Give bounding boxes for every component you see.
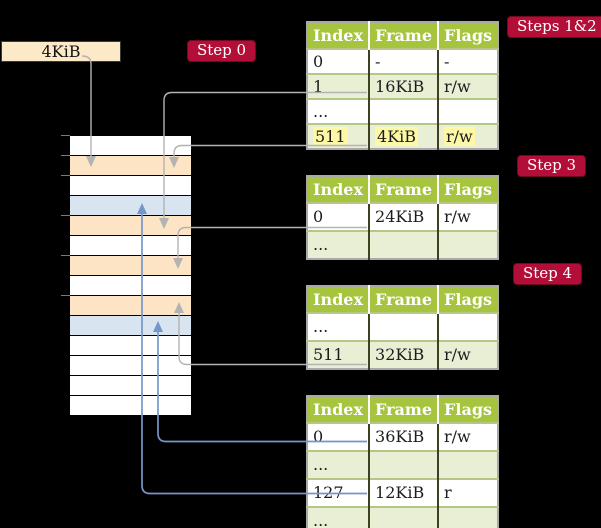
page-table-step-3: Index Frame Flags 0 24KiB r/w ... [306, 175, 500, 260]
page-table-final: Index Frame Flags 0 36KiB r/w ... 127 12… [306, 395, 500, 528]
table-row: 0 36KiB r/w [307, 422, 499, 451]
highlight-text: 511 [313, 126, 348, 146]
steps-1-2-badge: Steps 1&2 [507, 16, 601, 38]
memory-row [70, 236, 191, 256]
table-cell [438, 98, 499, 124]
page-table-step-4: Index Frame Flags ... 511 32KiB r/w [306, 285, 500, 370]
table-cell: 511 [307, 340, 371, 369]
table-cell [438, 230, 499, 259]
memory-row [70, 356, 191, 376]
highlight-text: 4KiB [375, 126, 419, 146]
table-cell: ... [307, 506, 371, 528]
table-cell: r/w [438, 73, 499, 99]
table-cell [438, 450, 499, 479]
table-row: ... [307, 506, 499, 528]
table-cell: 0 [307, 48, 371, 74]
table-cell: ... [307, 450, 371, 479]
column-header-index: Index [307, 176, 371, 203]
table-cell [369, 312, 440, 341]
table-row: 127 12KiB r [307, 478, 499, 507]
table-cell: 511 [307, 123, 371, 149]
table-cell: r/w [438, 123, 499, 149]
table-row: 1 16KiB r/w [307, 73, 499, 99]
table-row: 0 24KiB r/w [307, 202, 499, 231]
column-header-index: Index [307, 286, 371, 313]
physical-memory-stack [70, 135, 191, 416]
table-row: ... [307, 312, 499, 341]
table-row: 0 - - [307, 48, 499, 74]
column-header-frame: Frame [369, 22, 440, 49]
tick-mark [61, 215, 70, 216]
memory-row [70, 336, 191, 356]
tick-mark [61, 135, 70, 136]
memory-row [70, 256, 191, 276]
table-cell: ... [307, 230, 371, 259]
table-cell: 12KiB [369, 478, 440, 507]
table-row-highlighted: 511 4KiB r/w [307, 123, 499, 149]
column-header-flags: Flags [438, 396, 499, 423]
table-cell: r/w [438, 340, 499, 369]
table-cell: 16KiB [369, 73, 440, 99]
table-cell: 32KiB [369, 340, 440, 369]
table-cell: r/w [438, 422, 499, 451]
memory-row [70, 216, 191, 236]
table-cell: ... [307, 312, 371, 341]
table-cell [369, 98, 440, 124]
table-cell: - [369, 48, 440, 74]
tick-mark [61, 175, 70, 176]
column-header-flags: Flags [438, 176, 499, 203]
memory-row [70, 136, 191, 156]
table-cell: ... [307, 98, 371, 124]
highlight-text: r/w [444, 126, 475, 146]
table-cell: - [438, 48, 499, 74]
table-cell [369, 230, 440, 259]
table-cell: 0 [307, 422, 371, 451]
table-cell: r [438, 478, 499, 507]
table-cell [438, 506, 499, 528]
memory-row [70, 376, 191, 396]
memory-row [70, 396, 191, 416]
step-4-badge: Step 4 [513, 263, 583, 285]
page-table-steps-1-2: Index Frame Flags 0 - - 1 16KiB r/w ... … [306, 21, 500, 150]
table-cell: r/w [438, 202, 499, 231]
step-3-badge: Step 3 [517, 155, 587, 177]
step-0-badge: Step 0 [187, 40, 257, 62]
tick-mark [61, 155, 70, 156]
table-row: 511 32KiB r/w [307, 340, 499, 369]
column-header-frame: Frame [369, 176, 440, 203]
memory-row [70, 156, 191, 176]
memory-row [70, 196, 191, 216]
column-header-frame: Frame [369, 396, 440, 423]
table-cell: 4KiB [369, 123, 440, 149]
memory-row [70, 176, 191, 196]
column-header-flags: Flags [438, 286, 499, 313]
table-cell [438, 312, 499, 341]
table-row: ... [307, 450, 499, 479]
table-cell: 24KiB [369, 202, 440, 231]
table-cell: 127 [307, 478, 371, 507]
column-header-frame: Frame [369, 286, 440, 313]
table-row: ... [307, 98, 499, 124]
table-cell [369, 450, 440, 479]
memory-row [70, 316, 191, 336]
memory-row [70, 276, 191, 296]
memory-row [70, 296, 191, 316]
table-cell: 36KiB [369, 422, 440, 451]
column-header-flags: Flags [438, 22, 499, 49]
tick-mark [61, 255, 70, 256]
column-header-index: Index [307, 396, 371, 423]
table-row: ... [307, 230, 499, 259]
tick-mark [61, 295, 70, 296]
table-cell [369, 506, 440, 528]
column-header-index: Index [307, 22, 371, 49]
table-cell: 0 [307, 202, 371, 231]
table-cell: 1 [307, 73, 371, 99]
frame-size-box: 4KiB [1, 41, 121, 62]
